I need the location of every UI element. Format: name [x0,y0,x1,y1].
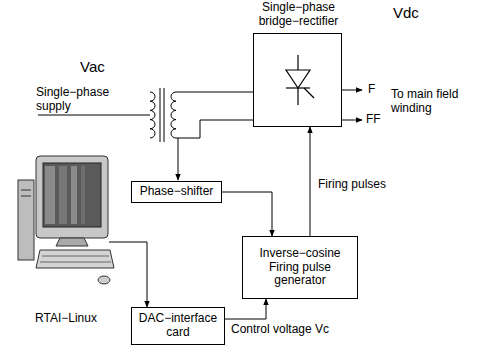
secondary-wire [176,92,253,93]
secondary-winding [171,92,176,138]
phase-shifter-box: Phase−shifter [131,181,222,203]
signal-connector [109,242,147,307]
box-label: Phase−shifter [140,185,214,199]
computer-label: RTAI−Linux [14,312,118,326]
bridge-rectifier-box: Single−phase bridge−rectifier [253,33,342,127]
terminal-label: F [368,83,375,97]
box-label: DAC−interface card [138,312,218,340]
secondary-wire [176,120,253,138]
note-label: To main field winding [391,88,491,116]
computer-icon: RTAI−Linux [14,150,118,326]
computer-illustration [14,150,118,300]
signal-label: Firing pulses [316,178,388,192]
signal-connector [225,299,266,319]
supply-wire [38,115,150,116]
box-heading: Single−phase bridge−rectifier [243,1,355,29]
transformer-core [160,88,161,142]
dac-card-box: DAC−interface card [131,307,225,345]
box-label: Inverse−cosine Firing pulse generator [250,247,350,288]
firing-pulse-generator-box: Inverse−cosine Firing pulse generator [242,236,358,299]
signal-connector [310,127,311,236]
terminal-label: FF [366,113,381,127]
voltage-label: Vac [80,58,105,75]
primary-winding [150,92,155,138]
phase-reference-wire [178,138,179,180]
output-wire [342,90,362,91]
supply-label: Single−phase supply [36,86,118,114]
voltage-label: Vdc [393,4,419,21]
signal-label: Control voltage Vc [229,323,331,337]
output-wire [342,120,362,121]
transformer-core [164,88,165,142]
signal-connector [222,192,272,236]
